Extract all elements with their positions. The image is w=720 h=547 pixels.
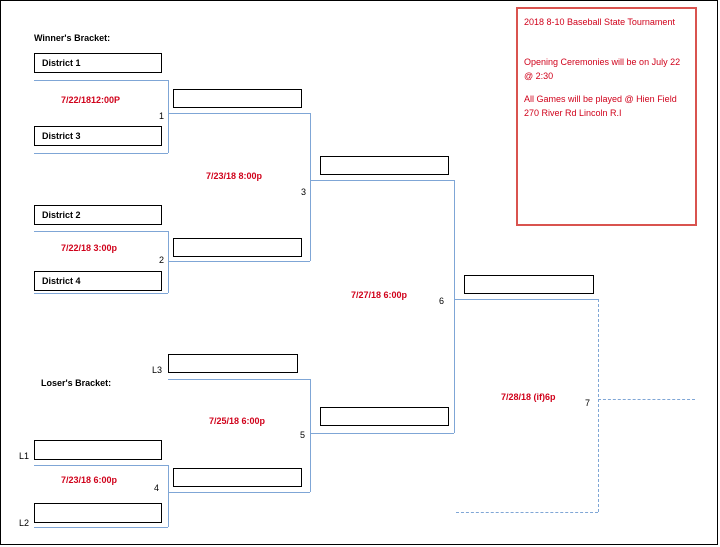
loser-slot-l2 [34,503,162,523]
game-6-winner-slot [464,275,594,294]
game-6-date: 7/27/18 6:00p [351,290,408,300]
connector [168,379,310,380]
game-4-number: 4 [154,483,160,493]
game-3-number: 3 [301,187,307,197]
connector [34,465,168,466]
game-1-winner-slot [173,89,302,108]
loser-label-l2: L2 [19,518,30,528]
game-2-number: 2 [159,255,165,265]
game-5-number: 5 [300,430,306,440]
connector [168,465,169,527]
notice-line-1: Opening Ceremonies will be on July 22 [524,57,681,67]
game-5-winner-slot [320,407,449,426]
losers-bracket-heading: Loser's Bracket: [41,378,112,388]
connector [34,293,168,294]
game-6-number: 6 [439,296,445,306]
winners-bracket-heading: Winner's Bracket: [34,33,111,43]
connector [168,113,310,114]
connector [168,231,169,293]
connector [168,492,310,493]
connector [34,231,168,232]
game-7-date: 7/28/18 (if)6p [501,392,556,402]
game-2-winner-slot [173,238,302,257]
connector-dashed [456,512,598,513]
connector [34,80,168,81]
connector [34,527,168,528]
game-4-date: 7/23/18 6:00p [61,475,118,485]
connector-dashed [598,399,695,400]
notice-line-2: @ 2:30 [524,71,554,81]
connector [168,80,169,153]
team-label: District 4 [42,276,81,286]
team-label: District 3 [42,131,81,141]
connector [310,433,454,434]
loser-label-l3: L3 [152,365,163,375]
connector [34,153,168,154]
tournament-notice: 2018 8-10 Baseball State Tournament Open… [516,7,697,226]
team-label: District 2 [42,210,81,220]
connector-dashed [598,299,599,512]
notice-line-3: All Games will be played @ Hien Field [524,94,677,104]
game-7-number: 7 [585,398,591,408]
game-2-date: 7/22/18 3:00p [61,243,118,253]
connector [454,180,455,433]
team-label: District 1 [42,58,81,68]
game-5-date: 7/25/18 6:00p [209,416,266,426]
loser-slot-l1 [34,440,162,460]
game-4-winner-slot [173,468,302,487]
game-3-winner-slot [320,156,449,175]
loser-label-l1: L1 [19,451,30,461]
loser-slot-l3 [168,354,298,373]
team-slot-district-3: District 3 [34,126,162,146]
connector [310,180,454,181]
notice-title: 2018 8-10 Baseball State Tournament [524,17,675,27]
notice-line-4: 270 River Rd Lincoln R.I [524,108,622,118]
game-1-number: 1 [159,111,165,121]
team-slot-district-2: District 2 [34,205,162,225]
team-slot-district-4: District 4 [34,271,162,291]
connector [310,379,311,492]
connector [454,299,598,300]
team-slot-district-1: District 1 [34,53,162,73]
connector [168,261,310,262]
connector [310,113,311,261]
game-3-date: 7/23/18 8:00p [206,171,263,181]
game-1-date: 7/22/1812:00P [61,95,121,105]
